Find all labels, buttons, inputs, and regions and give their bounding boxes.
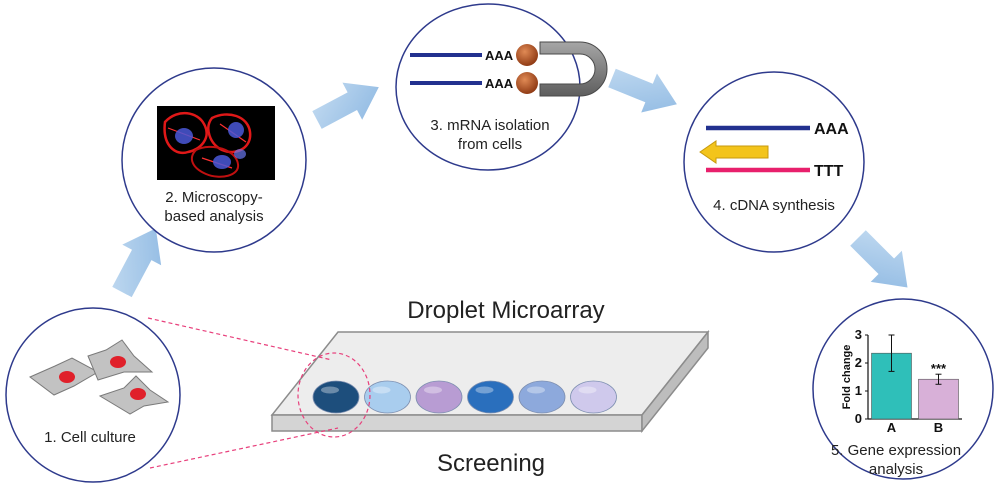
x-tick-label-B: B <box>934 420 943 435</box>
droplet-highlight-4 <box>475 386 494 394</box>
droplet-3 <box>415 380 463 414</box>
cell-2 <box>87 339 154 381</box>
droplet-highlight-3 <box>424 386 442 394</box>
droplet-1 <box>312 380 360 414</box>
y-tick-label: 3 <box>855 327 862 342</box>
y-tick-label: 1 <box>855 383 862 398</box>
cdna-synthesis-illustration: AAA TTT <box>699 121 849 180</box>
screening-label: Screening <box>437 450 545 477</box>
droplet-2 <box>364 380 411 414</box>
y-axis-label: Fold change <box>841 345 853 410</box>
droplet-6 <box>570 380 617 414</box>
mrna-tail-bottom: AAA <box>485 76 514 91</box>
magnetic-bead-bottom <box>516 72 538 94</box>
step-4-label: 4. cDNA synthesis <box>713 197 835 214</box>
droplet-5 <box>518 380 566 414</box>
x-tick-label-A: A <box>887 420 897 435</box>
step-3-label-line1: 3. mRNA isolation <box>430 117 549 134</box>
cell-3 <box>98 375 170 415</box>
droplet-microarray-title: Droplet Microarray <box>407 297 604 324</box>
magnetic-bead-top <box>516 44 538 66</box>
y-tick-label: 2 <box>855 355 862 370</box>
bar-B <box>918 378 959 420</box>
primer-arrow-icon <box>699 140 769 164</box>
zoom-connector <box>147 317 371 469</box>
cell-culture-illustration <box>29 339 170 415</box>
flow-arrow-2-to-3 <box>312 82 379 129</box>
step-5-label-line2: analysis <box>869 461 923 478</box>
flow-arrow-1-to-2 <box>112 228 162 298</box>
zoom-highlight-circle <box>297 352 371 438</box>
droplet-4 <box>467 380 514 414</box>
flow-arrow-3-to-4 <box>608 68 677 113</box>
droplet-row <box>312 380 617 414</box>
step-3-label-line2: from cells <box>458 136 522 153</box>
y-tick-label: 0 <box>855 411 862 426</box>
magnet-icon <box>539 41 608 97</box>
microscopy-image <box>157 106 275 180</box>
poly-t-label: TTT <box>814 163 844 180</box>
droplet-highlight-5 <box>527 386 545 394</box>
step-2-label-line1: 2. Microscopy- <box>165 189 263 206</box>
poly-a-label: AAA <box>814 121 849 138</box>
significance-marker-B: *** <box>931 361 947 376</box>
step-5-label-line1: 5. Gene expression <box>831 442 961 459</box>
step-1-label: 1. Cell culture <box>44 429 136 446</box>
step-4-circle <box>683 71 865 253</box>
droplet-highlight-1 <box>321 386 339 394</box>
step-1-circle <box>5 307 181 483</box>
mrna-tail-top: AAA <box>485 48 514 63</box>
flow-arrow-4-to-5 <box>850 230 908 288</box>
droplet-highlight-2 <box>372 386 391 394</box>
step-2-label-line2: based analysis <box>164 208 263 225</box>
mrna-isolation-illustration: AAA AAA <box>410 41 608 97</box>
droplet-highlight-6 <box>578 386 597 394</box>
